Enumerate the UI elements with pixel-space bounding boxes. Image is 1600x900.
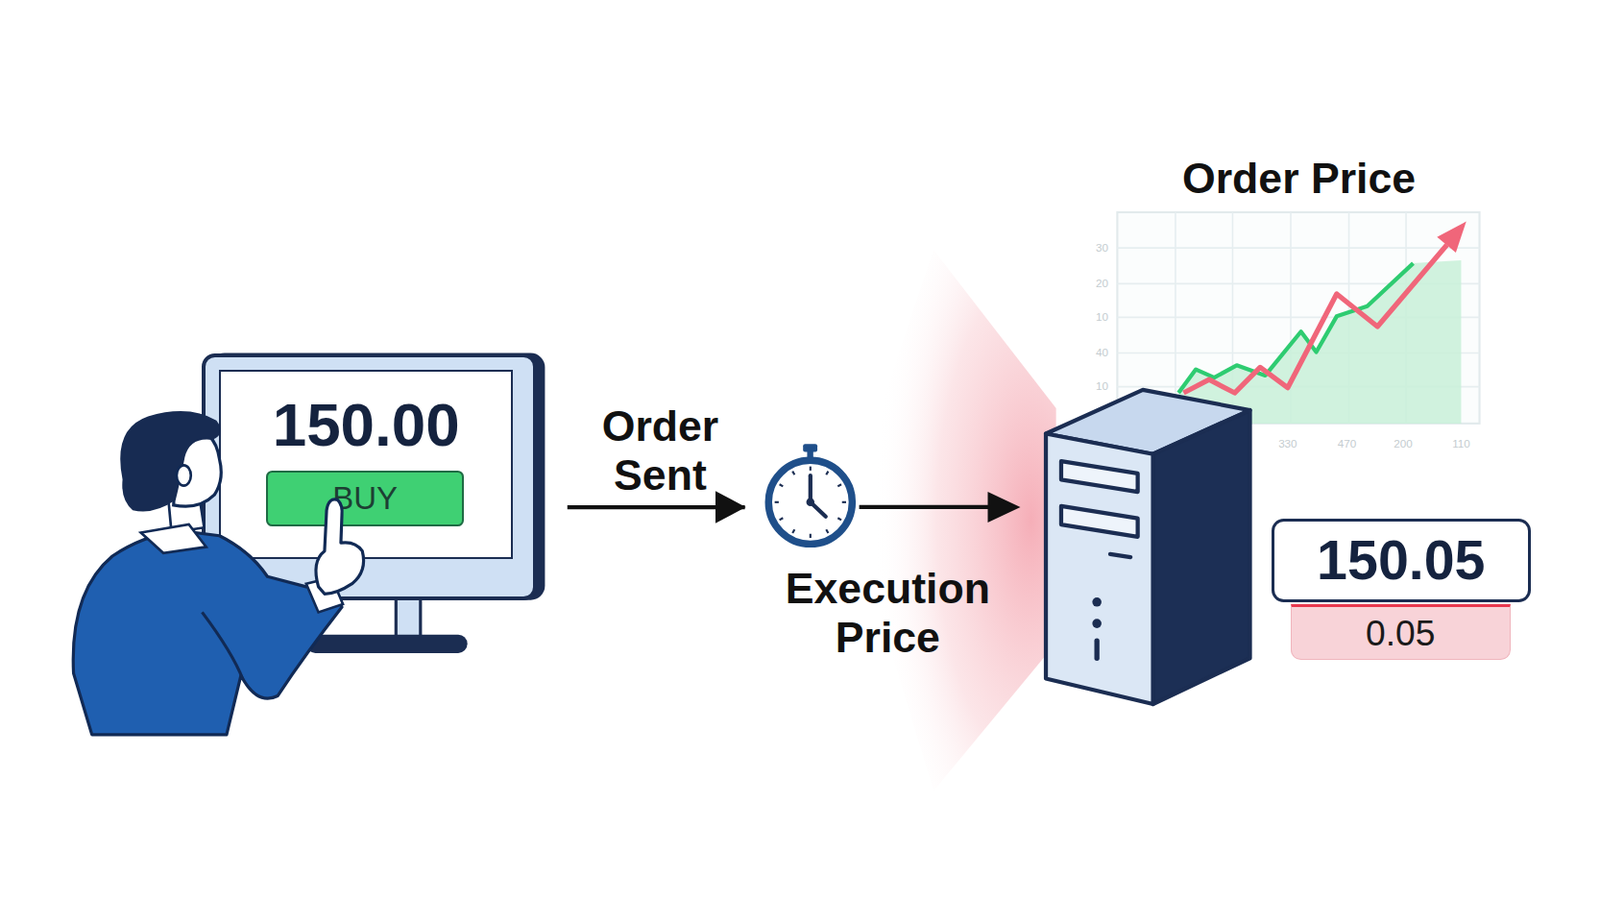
axis-tick: 10: [1087, 311, 1118, 324]
stopwatch-tick: [792, 471, 795, 476]
trader-neck: [168, 494, 204, 533]
stopwatch-circle: Execution Price: [764, 456, 857, 549]
server-side: [1153, 410, 1251, 704]
monitor-base: [306, 634, 468, 654]
buy-button: BUY: [266, 470, 464, 527]
button-label: BUY: [332, 481, 398, 516]
axis-tick: 200: [1387, 437, 1419, 451]
stopwatch-rim: [768, 460, 852, 544]
price-arrow-head: [1436, 221, 1466, 254]
stopwatch-tick: [774, 501, 778, 504]
axis-tick: 330: [1272, 437, 1304, 451]
server-button: [1093, 640, 1099, 658]
stopwatch-symbol: [764, 456, 857, 549]
chart-area: [1178, 260, 1461, 424]
stopwatch-tick: [842, 501, 847, 504]
stopwatch-tick: [837, 484, 842, 486]
stopwatch-tick: [825, 471, 828, 476]
server-dot: [1091, 618, 1102, 629]
stopwatch-tick: [809, 533, 812, 538]
stopwatch-crown: [802, 443, 818, 452]
stopwatch-tick: [825, 529, 828, 534]
monitor-neck: [395, 598, 420, 639]
drive-slot: [1061, 506, 1139, 537]
latency-glow: [847, 249, 1057, 791]
flow-arrow: [567, 505, 746, 510]
node-label: Execution Price: [760, 563, 1017, 662]
server-led: [1110, 554, 1131, 558]
slippage-value: 0.05: [1365, 613, 1435, 653]
stopwatch-tick: [792, 529, 795, 534]
chart-title: Order Price: [1115, 153, 1483, 203]
execution-price-box: 150.05: [1271, 518, 1531, 603]
grid-line: [1116, 246, 1479, 249]
stopwatch-tick: [778, 517, 783, 520]
stopwatch-tick: [809, 466, 812, 471]
drive-slot: [1061, 460, 1139, 492]
chart-grid: [1116, 212, 1479, 424]
server-front: [1045, 434, 1154, 705]
stopwatch-tick: [778, 484, 783, 486]
monitor-box: BUY 150.00: [201, 353, 537, 601]
arrow-line: [859, 505, 995, 510]
axis-tick: 40: [1087, 346, 1118, 360]
stopwatch-pivot: [805, 498, 815, 508]
trader-collar: [141, 524, 207, 554]
arrow-head: [987, 491, 1020, 523]
axis-tick: 30: [1087, 242, 1118, 255]
price-line-red: [1183, 244, 1447, 393]
trader-ear: [176, 464, 192, 485]
axis-tick: 10: [1087, 380, 1118, 393]
price-chart: Order Price: [1116, 212, 1479, 424]
edge-label: Order Sent: [573, 401, 748, 500]
axis-tick: 110: [1446, 437, 1478, 451]
execution-price: 150.05: [1316, 531, 1485, 591]
server-dot: [1091, 597, 1102, 607]
quoted-price: 150.00: [218, 393, 513, 458]
stopwatch-tick: [837, 517, 842, 520]
axis-tick: 20: [1087, 277, 1118, 291]
chart-frame: [1116, 212, 1479, 424]
slippage-box: 0.05: [1290, 604, 1510, 660]
arm-fold: [201, 611, 243, 679]
axis-tick: 470: [1332, 437, 1363, 451]
